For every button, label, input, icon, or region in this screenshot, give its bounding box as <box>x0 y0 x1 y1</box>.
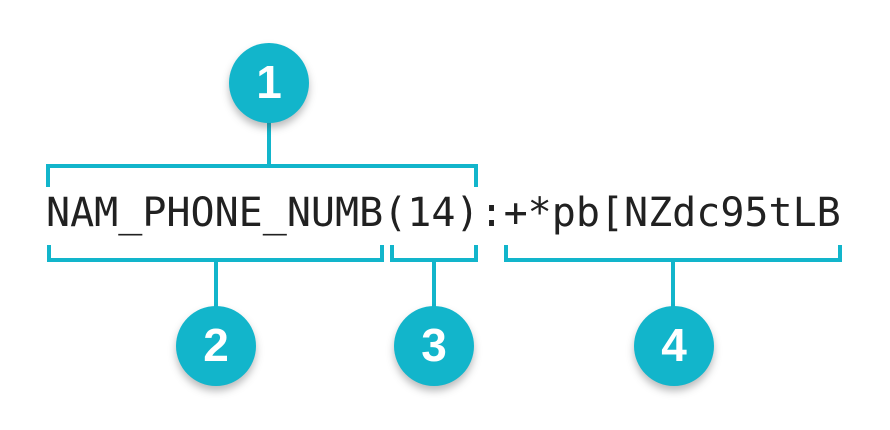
callout-4-badge: 4 <box>634 306 714 386</box>
callout-2-badge: 2 <box>176 306 256 386</box>
record-value: +*pb[NZdc95tLB <box>503 190 841 236</box>
callout-2-number: 2 <box>203 319 229 371</box>
callout-4-connector-line <box>671 260 675 310</box>
record-length: (14) <box>383 190 480 236</box>
callout-3-number: 3 <box>421 319 447 371</box>
callout-1-connector-line <box>267 118 271 168</box>
callout-4-number: 4 <box>661 319 687 371</box>
callout-1-badge: 1 <box>229 43 309 123</box>
callout-1-bracket <box>46 164 478 187</box>
record-separator: : <box>479 190 504 236</box>
record-field-name: NAM_PHONE_NUMB <box>46 190 384 236</box>
callout-1-number: 1 <box>256 56 282 108</box>
callout-3-badge: 3 <box>394 306 474 386</box>
callout-2-connector-line <box>214 260 218 310</box>
callout-3-connector-line <box>432 260 436 310</box>
record-string: NAM_PHONE_NUMB(14):+*pb[NZdc95tLB <box>46 191 841 235</box>
